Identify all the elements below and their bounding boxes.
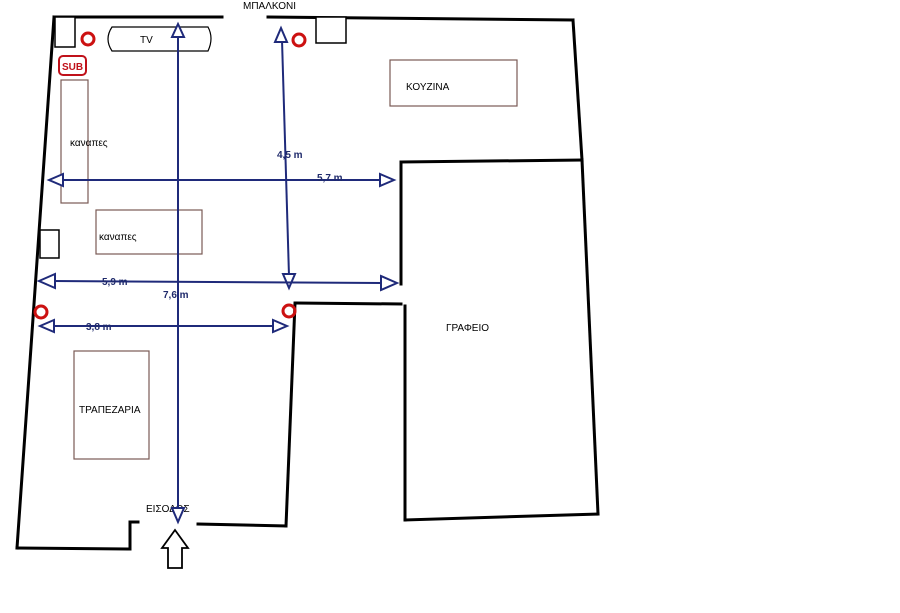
speaker-middle-left (33, 304, 49, 320)
wall-right-upper (571, 18, 584, 162)
tv-label: TV (140, 35, 153, 46)
dimension-label-5-9: 5,9 m (102, 277, 128, 288)
subwoofer: SUB (58, 55, 87, 76)
wall-office-top (399, 158, 584, 164)
arrow-7-6-head-top (170, 21, 186, 38)
column-top-left (54, 16, 76, 48)
wall-inner-vertical (284, 301, 297, 528)
arrow-4-5-head-bottom (281, 273, 297, 291)
wall-door-right-stub (196, 522, 288, 528)
dining-table (73, 350, 150, 460)
dimension-arrows (36, 21, 400, 525)
sofa-vertical (60, 79, 89, 204)
speaker-middle-right (281, 303, 297, 319)
entrance-label: ΕΙΣΟΔΟΣ (146, 504, 190, 515)
arrow-3-8-head-left (37, 318, 55, 334)
arrow-4-5-head-top (273, 25, 289, 43)
arrow-4-5-line (281, 39, 290, 277)
dimension-label-4-5: 4,5 m (277, 150, 303, 161)
arrow-5-9-head-left (36, 272, 56, 290)
kitchen-counter (389, 59, 518, 107)
entrance-arrow-icon (160, 528, 190, 569)
wall-top-right (266, 15, 575, 22)
column-left-wall (39, 229, 60, 259)
arrow-5-7-head-left (46, 172, 64, 188)
arrow-7-6-head-bottom (170, 507, 186, 525)
office-label: ΓΡΑΦΕΙΟ (446, 323, 489, 334)
column-top-right (315, 16, 347, 44)
sofa-horizontal (95, 209, 203, 255)
tv-shape (107, 26, 212, 52)
dimension-label-3-8: 3,8 m (86, 322, 112, 333)
wall-office-bottom (403, 512, 600, 522)
dimension-label-7-6: 7,6 m (163, 290, 189, 301)
subwoofer-box (58, 55, 87, 76)
balcony-label: ΜΠΑΛΚΟΝΙ (243, 1, 296, 12)
wall-inner-horizontal (294, 301, 403, 306)
dining-label: ΤΡΑΠΕΖΑΡΙΑ (79, 405, 141, 416)
dimension-label-5-7: 5,7 m (317, 173, 343, 184)
wall-office-right (580, 158, 600, 516)
tv: TV (107, 26, 212, 52)
speaker-top-left (80, 31, 96, 47)
wall-bottom-left (15, 546, 132, 551)
wall-left (15, 15, 56, 550)
speaker-top-right (291, 32, 307, 48)
arrow-5-7-head-right (379, 172, 397, 188)
arrow-5-9-line (51, 280, 385, 284)
arrow-3-8-head-right (272, 318, 290, 334)
sofa-horizontal-label: καναπες (99, 232, 137, 243)
kitchen-label: ΚΟΥΖΙΝΑ (406, 82, 450, 93)
subwoofer-label: SUB (62, 62, 83, 73)
arrow-5-9-head-right (380, 274, 400, 292)
sofa-vertical-label: καναπες (70, 138, 108, 149)
